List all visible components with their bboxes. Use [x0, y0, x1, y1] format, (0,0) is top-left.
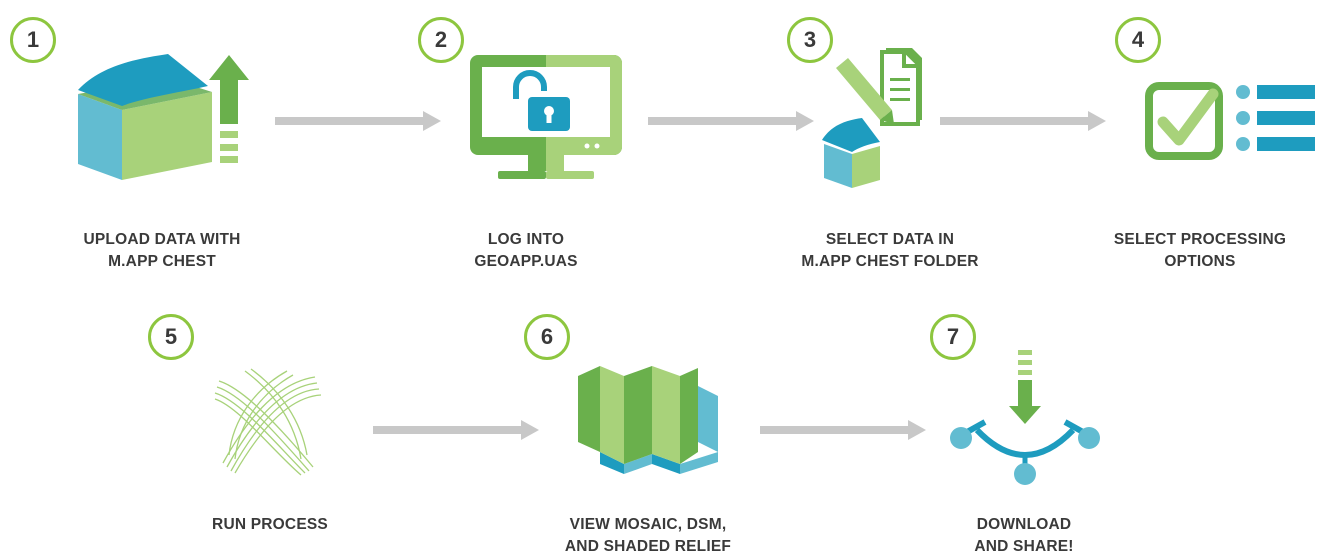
- box-upload-icon: [78, 54, 249, 180]
- step-3-number: 3: [787, 17, 833, 63]
- flow-arrow-1: [275, 111, 441, 131]
- flow-arrow-6: [760, 420, 926, 440]
- flow-arrow-3: [940, 111, 1106, 131]
- step-4-number: 4: [1115, 17, 1161, 63]
- checklist-icon: [1145, 82, 1315, 160]
- step-2-number: 2: [418, 17, 464, 63]
- select-document-folder-icon: [822, 48, 922, 188]
- monitor-unlock-icon: [470, 55, 622, 179]
- folded-map-icon: [578, 366, 718, 474]
- step-6-number: 6: [524, 314, 570, 360]
- download-share-icon: [950, 350, 1100, 485]
- step-7-number: 7: [930, 314, 976, 360]
- step-6-label: VIEW MOSAIC, DSM,AND SHADED RELIEF: [564, 516, 732, 555]
- flow-arrow-5: [373, 420, 539, 440]
- flow-arrow-2: [648, 111, 814, 131]
- process-knot-icon: [214, 368, 322, 476]
- step-1-number: 1: [10, 17, 56, 63]
- step-5-label: RUN PROCESS: [212, 516, 328, 533]
- step-5-number: 5: [148, 314, 194, 360]
